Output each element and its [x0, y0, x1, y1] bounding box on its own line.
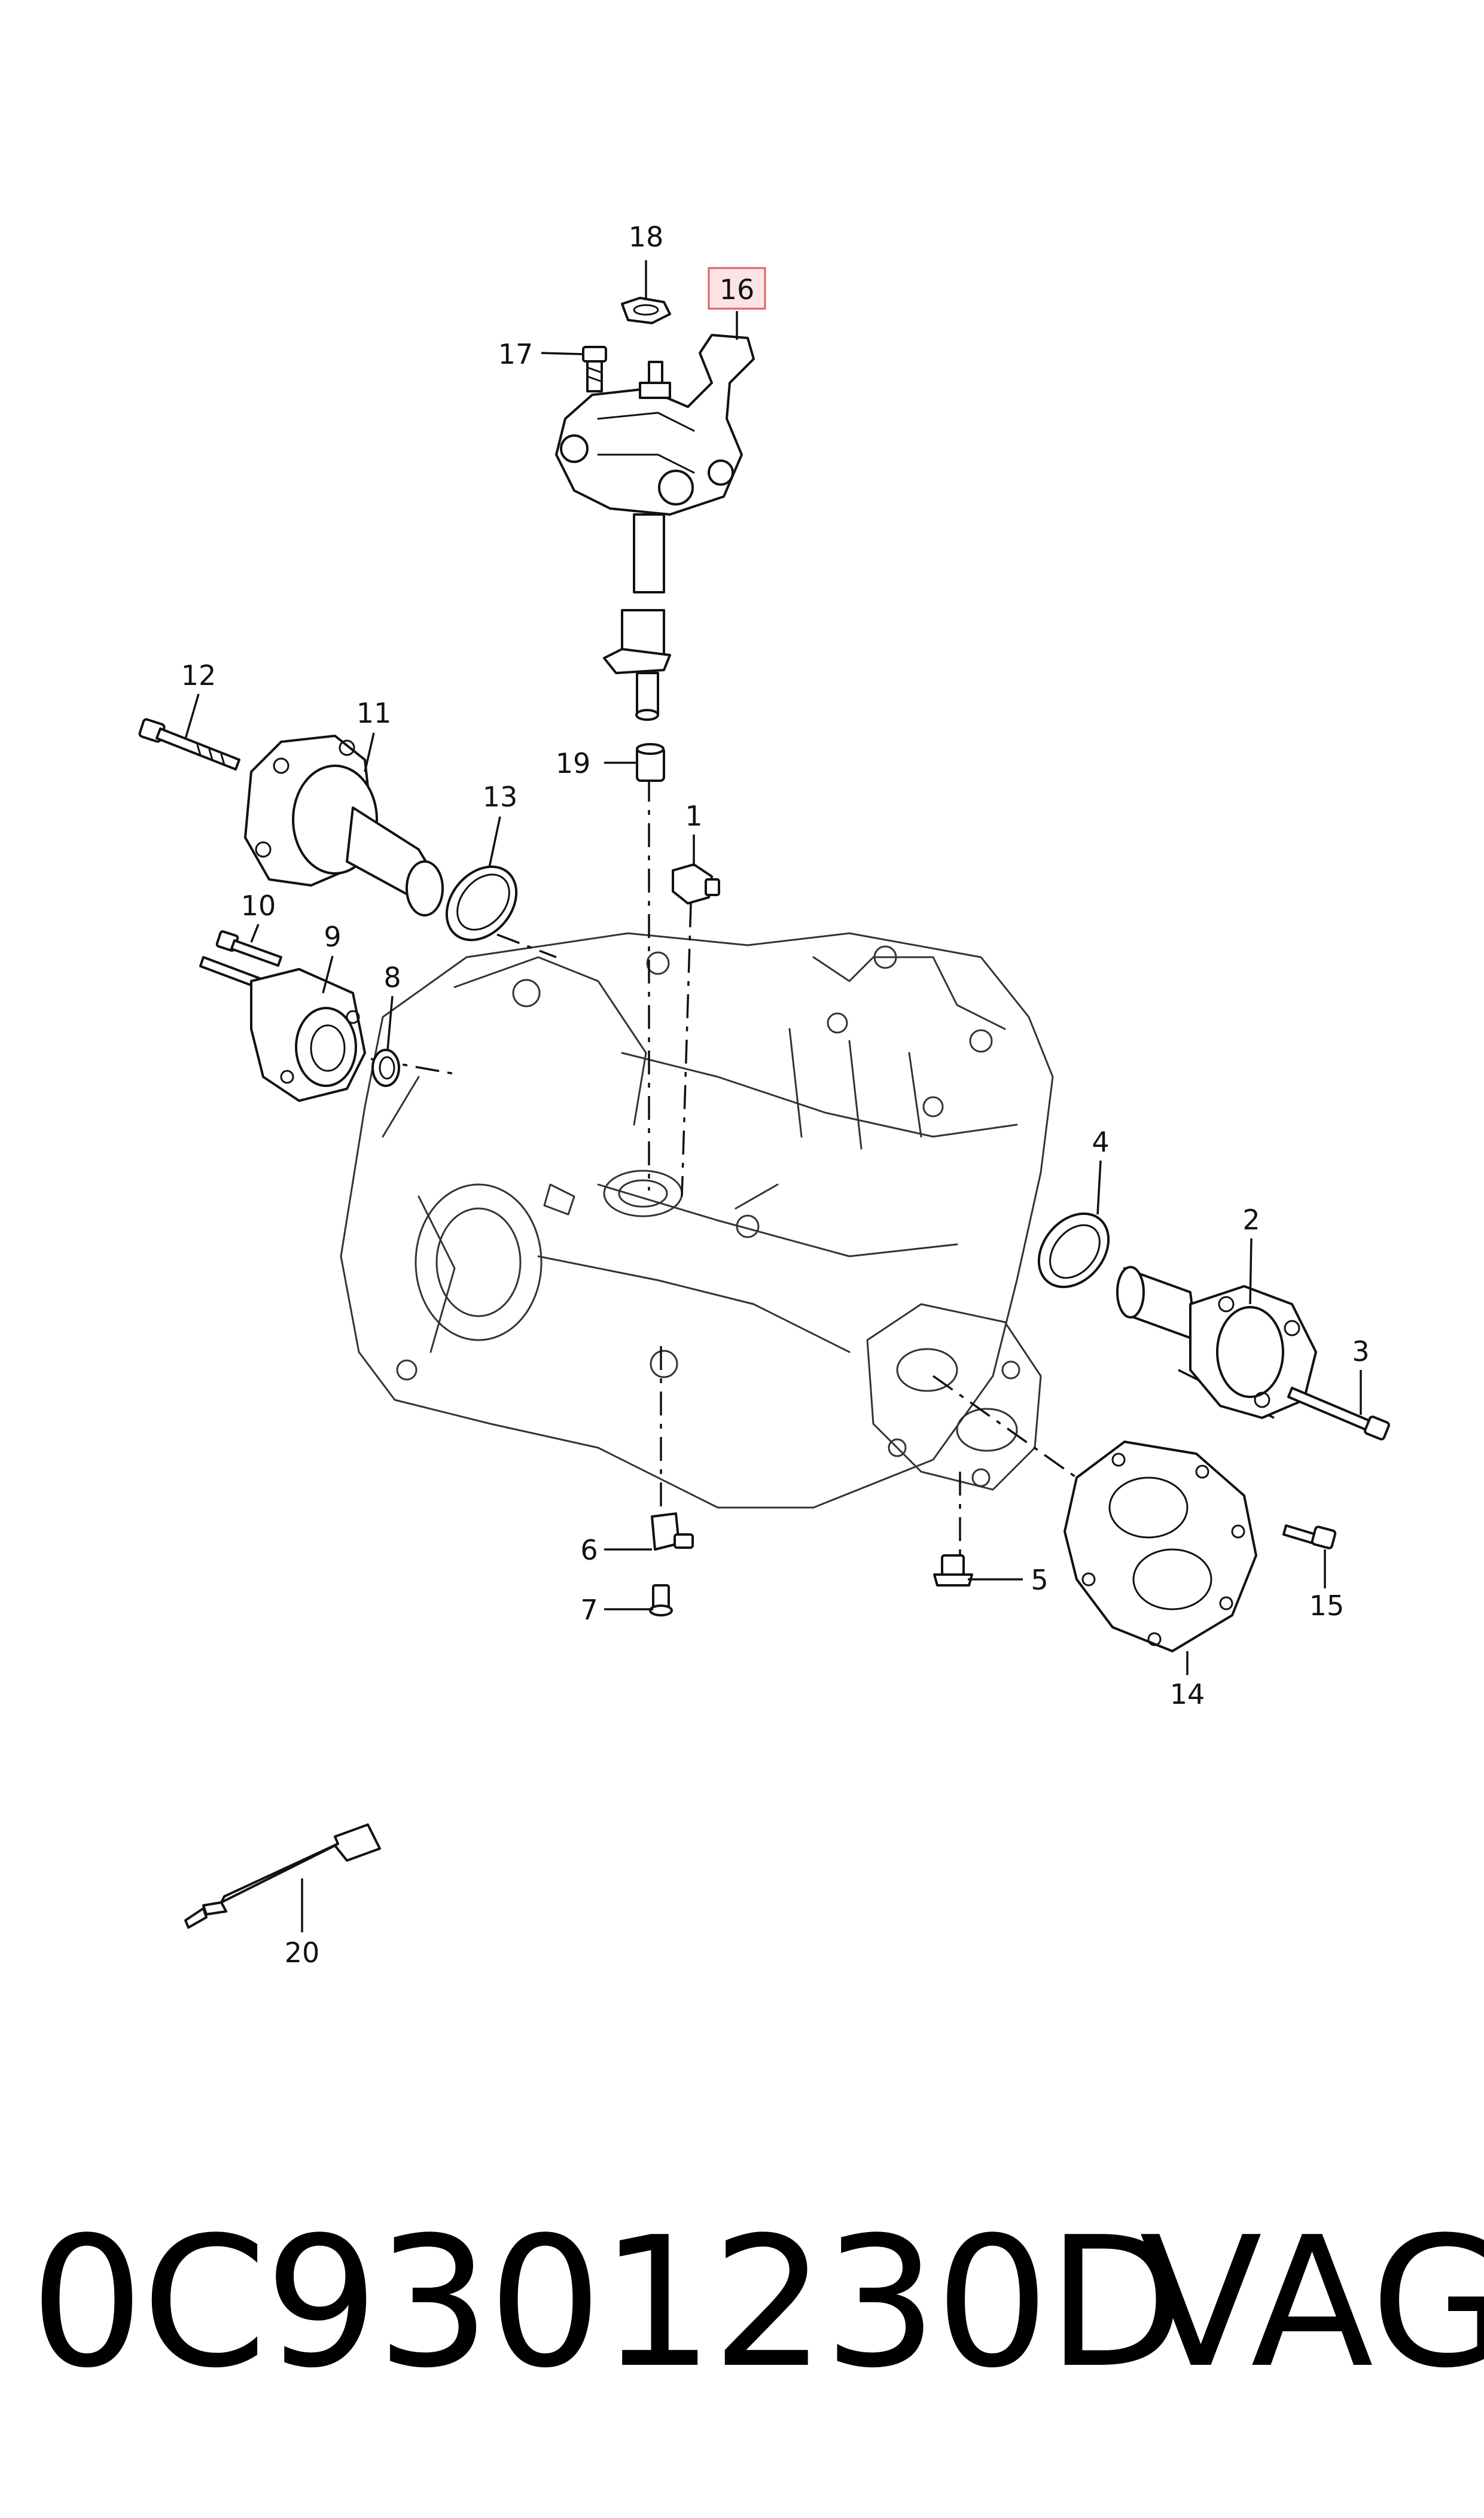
callout-10: 10 — [241, 890, 276, 922]
callout-20: 20 — [285, 1937, 320, 1969]
sealing-ring-part-4 — [1037, 1212, 1110, 1289]
bolt-part-3 — [1287, 1387, 1390, 1441]
callout-12: 12 — [181, 659, 217, 692]
callout-7: 7 — [580, 1594, 598, 1626]
bolt-part-10 — [215, 930, 282, 967]
callout-17: 17 — [498, 338, 534, 370]
callout-13: 13 — [483, 781, 518, 813]
flange-part-9 — [199, 956, 366, 1102]
drive-flange-part-11 — [244, 735, 444, 917]
leader-lines — [184, 260, 1362, 1932]
callout-3: 3 — [1352, 1335, 1369, 1368]
callout-9: 9 — [324, 921, 341, 953]
sealing-ring-part-8 — [371, 1049, 400, 1087]
part-number-text: 0C9301230D — [30, 2199, 1185, 2407]
cover-plate-part-14 — [1064, 1441, 1257, 1652]
sensor-part-6 — [651, 1512, 694, 1551]
sealant-tube-part-20 — [184, 1823, 381, 1929]
callout-6: 6 — [580, 1534, 598, 1566]
bolt-part-12 — [138, 718, 240, 771]
highlight-box-16 — [708, 267, 766, 310]
switch-part-1 — [672, 863, 720, 905]
drive-flange-part-2 — [1116, 1266, 1317, 1419]
callout-11: 11 — [356, 697, 392, 729]
callout-19: 19 — [556, 747, 591, 780]
bolt-part-15 — [1282, 1524, 1337, 1549]
callout-1: 1 — [685, 800, 702, 832]
callout-14: 14 — [1170, 1678, 1205, 1710]
shift-mechanism-part-16 — [555, 334, 755, 721]
drain-plug-part-5 — [933, 1554, 973, 1587]
brand-text: VAG — [1139, 2199, 1484, 2407]
nut-part-18 — [621, 297, 671, 324]
callout-8: 8 — [383, 961, 401, 994]
gearbox-housing — [340, 932, 1054, 1509]
callout-labels: 16 18 17 19 1 12 11 13 10 9 8 4 2 3 6 7 … — [181, 221, 1370, 1969]
callout-18: 18 — [629, 221, 664, 253]
sealing-ring-part-13 — [445, 865, 518, 942]
callout-15: 15 — [1309, 1590, 1345, 1622]
bushing-part-19 — [636, 743, 665, 782]
bolt-part-17 — [582, 346, 607, 392]
bolt-part-7 — [649, 1584, 673, 1616]
callout-5: 5 — [1031, 1564, 1048, 1596]
callout-16: 16 — [720, 273, 755, 306]
callout-4: 4 — [1092, 1126, 1109, 1158]
callout-2: 2 — [1242, 1204, 1260, 1236]
